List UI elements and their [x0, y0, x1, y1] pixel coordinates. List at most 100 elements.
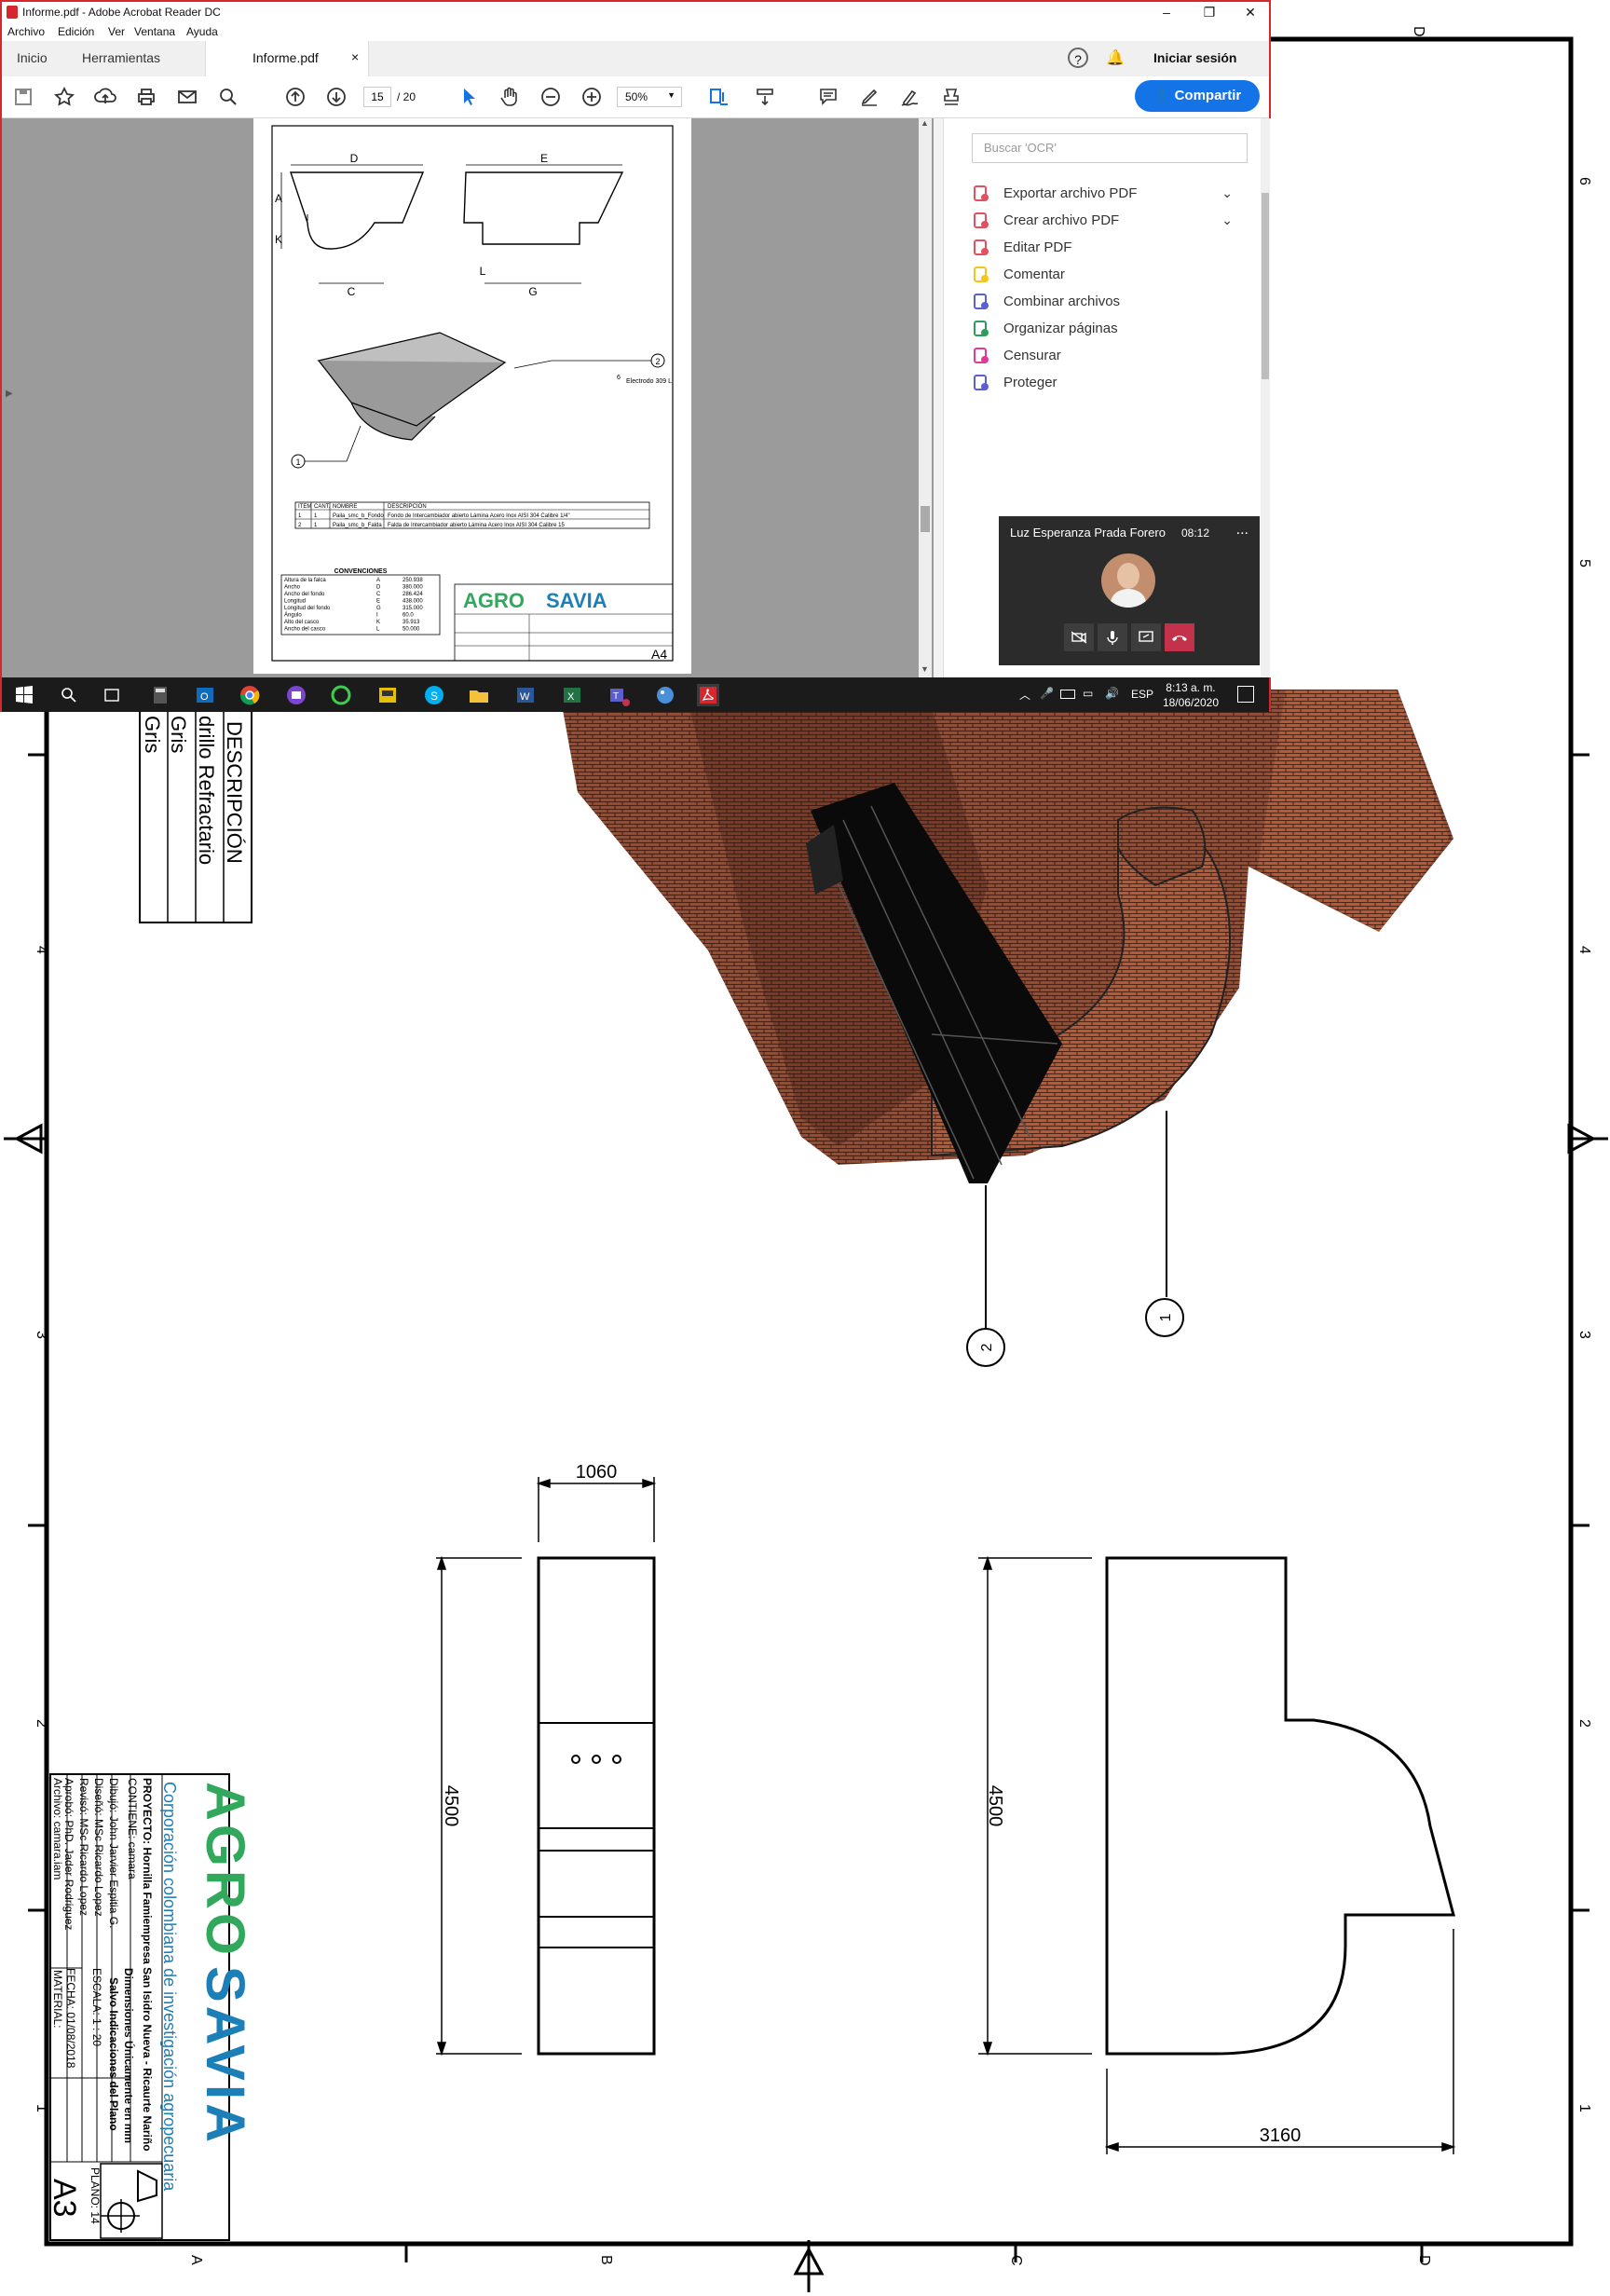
print-icon[interactable] [134, 85, 158, 109]
share-button[interactable]: 👤 Compartir [1135, 80, 1260, 112]
close-window-button[interactable]: ✕ [1245, 5, 1256, 20]
chevron-down-icon[interactable]: ⌄ [1221, 185, 1233, 200]
battery-icon[interactable] [1060, 690, 1075, 699]
tool-exportar-archivo-pdf[interactable]: Exportar archivo PDF⌄ [972, 180, 1251, 208]
teams-icon[interactable]: T [607, 684, 630, 706]
stamp-icon[interactable] [939, 85, 963, 109]
end-call-button[interactable] [1165, 623, 1194, 651]
zoom-select[interactable]: 50%▼ [617, 87, 682, 107]
app-icon-yellow[interactable] [376, 684, 399, 706]
pdf-label-e: E [540, 152, 548, 165]
highlight-pen-icon[interactable] [857, 85, 881, 109]
tools-scrollbar[interactable] [1261, 118, 1270, 677]
minimize-button[interactable]: – [1163, 5, 1170, 20]
teams-call-window[interactable]: Luz Esperanza Prada Forero 08:12 ... [999, 516, 1260, 665]
windows-start-icon[interactable] [13, 684, 35, 706]
border-zone-number: 5 [1576, 559, 1592, 567]
next-page-icon[interactable] [324, 85, 348, 109]
convention-name: Ancho [284, 585, 301, 591]
scrollbar-thumb[interactable] [921, 506, 930, 532]
vertical-scrollbar[interactable]: ▲ ▼ [919, 118, 932, 677]
chevron-up-icon[interactable]: ︿ [1019, 689, 1031, 702]
skype-icon[interactable]: S [423, 684, 445, 706]
calculator-icon[interactable] [149, 684, 171, 706]
more-options-icon[interactable]: ... [1235, 522, 1248, 538]
menu-ayuda[interactable]: Ayuda [186, 25, 218, 38]
chevron-down-icon[interactable]: ⌄ [1221, 212, 1233, 227]
avatar [1101, 554, 1155, 608]
volume-icon[interactable]: 🔊 [1105, 687, 1119, 700]
bom-cell: 1 [314, 523, 318, 528]
dimension-3160: 3160 [1260, 2125, 1302, 2146]
menu-ver[interactable]: Ver [108, 25, 126, 38]
bookmark-star-icon[interactable] [52, 85, 76, 109]
bom-header-cell: DESCRIPCIÓN [388, 503, 427, 510]
tab-document[interactable]: Informe.pdf × [205, 41, 369, 76]
collapse-left-icon[interactable]: ▶ [6, 389, 13, 399]
title-bar: Informe.pdf - Adobe Acrobat Reader DC – … [2, 2, 1269, 22]
select-cursor-icon[interactable] [457, 85, 481, 109]
comment-icon[interactable] [816, 85, 840, 109]
file-explorer-icon[interactable] [468, 684, 490, 706]
tab-inicio[interactable]: Inicio [17, 50, 48, 65]
tool-comentar[interactable]: Comentar [972, 261, 1251, 289]
microphone-tray-icon[interactable]: 🎤 [1040, 687, 1054, 700]
save-icon[interactable] [11, 85, 35, 109]
tool-proteger[interactable]: Proteger [972, 369, 1251, 397]
chrome-icon[interactable] [239, 684, 261, 706]
menu-ventana[interactable]: Ventana [134, 25, 176, 38]
notifications-icon[interactable] [1237, 686, 1254, 703]
scroll-up-icon[interactable]: ▲ [921, 118, 929, 128]
page-number-input[interactable] [363, 87, 391, 107]
signin-link[interactable]: Iniciar sesión [1153, 50, 1237, 65]
search-icon[interactable] [216, 85, 240, 109]
task-view-icon[interactable] [101, 684, 123, 706]
previous-page-icon[interactable] [283, 85, 307, 109]
menu-archivo[interactable]: Archivo [7, 25, 46, 38]
share-screen-icon[interactable] [1131, 623, 1161, 651]
scroll-down-icon[interactable]: ▼ [921, 664, 929, 674]
tool-organizar-páginas[interactable]: Organizar páginas [972, 315, 1251, 343]
search-icon[interactable] [58, 684, 80, 706]
email-icon[interactable] [175, 85, 199, 109]
close-tab-icon[interactable]: × [351, 49, 360, 64]
search-tools-input[interactable]: Buscar 'OCR' [972, 133, 1248, 163]
convention-value: 60.0 [402, 613, 414, 619]
clock-date: 18/06/2020 [1162, 696, 1219, 709]
page-fit-icon[interactable] [706, 85, 730, 109]
hand-tool-icon[interactable] [498, 85, 522, 109]
tool-label: Comentar [1003, 266, 1065, 282]
word-icon[interactable]: W [514, 684, 537, 706]
tool-censurar[interactable]: Censurar [972, 342, 1251, 370]
scroll-mode-icon[interactable] [753, 85, 777, 109]
tab-herramientas[interactable]: Herramientas [82, 50, 161, 65]
camera-off-icon[interactable] [1064, 623, 1094, 651]
taskbar-clock[interactable]: 8:13 a. m. 18/06/2020 [1163, 680, 1219, 710]
convention-symbol: K [376, 620, 380, 625]
menu-edicion[interactable]: Edición [58, 25, 95, 38]
help-icon[interactable]: ? [1068, 48, 1088, 68]
zoom-in-icon[interactable] [580, 85, 604, 109]
pdf-conventions-title: CONVENCIONES [334, 568, 388, 575]
sign-icon[interactable] [898, 85, 922, 109]
microphone-icon[interactable] [1098, 623, 1127, 651]
app-icon-green-ring[interactable] [330, 684, 352, 706]
zoom-out-icon[interactable] [539, 85, 563, 109]
tool-editar-pdf[interactable]: Editar PDF [972, 234, 1251, 262]
outlook-icon[interactable]: O [194, 684, 216, 706]
network-icon[interactable]: ▭ [1083, 687, 1094, 700]
tool-crear-archivo-pdf[interactable]: Crear archivo PDF⌄ [972, 207, 1251, 235]
title-block-subtitle: Corporación colombiana de investigación … [160, 1782, 179, 2192]
upload-cloud-icon[interactable] [93, 85, 117, 109]
language-indicator[interactable]: ESP [1131, 688, 1154, 701]
tool-combinar-archivos[interactable]: Combinar archivos [972, 288, 1251, 316]
maximize-button[interactable]: ❐ [1203, 5, 1216, 20]
svg-text:T: T [613, 691, 619, 702]
tools-scrollbar-thumb[interactable] [1262, 193, 1269, 379]
excel-icon[interactable]: X [561, 684, 583, 706]
app-icon-paint[interactable] [654, 684, 676, 706]
app-icon-purple[interactable] [285, 684, 307, 706]
title-block-material: MATERIAL: [51, 1970, 64, 2028]
notification-bell-icon[interactable]: 🔔 [1106, 50, 1125, 66]
acrobat-taskbar-icon[interactable] [697, 684, 719, 706]
